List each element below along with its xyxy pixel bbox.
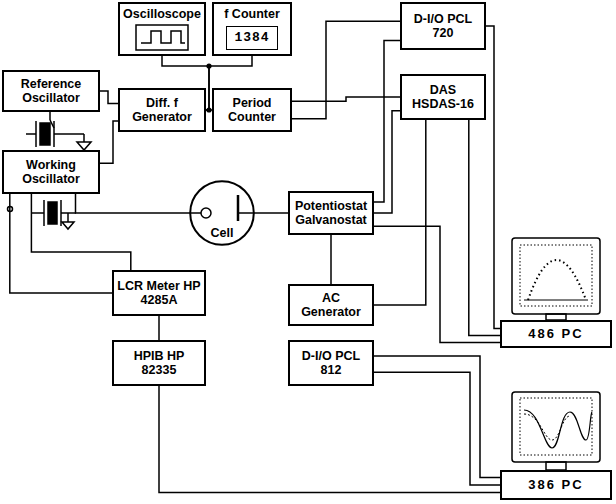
- counter-display: 1384: [226, 26, 278, 50]
- scope-screen: [136, 25, 188, 50]
- box-label: 386 PC: [528, 478, 583, 493]
- signal-wire: [374, 40, 400, 202]
- instrument-box: f Counter 1384: [212, 2, 292, 56]
- oscillator-box: Working Oscillator: [2, 150, 100, 194]
- box-label: AC Generator: [293, 291, 369, 320]
- instrument-box: Oscilloscope: [118, 2, 206, 56]
- box-label: D-I/O PCL 720: [405, 12, 481, 41]
- box-label: LCR Meter HP 4285A: [117, 279, 201, 308]
- signal-wire: [469, 120, 500, 335]
- cell-circle: Cell: [189, 180, 255, 246]
- signal-wire: [76, 194, 190, 213]
- signal-wire: [374, 356, 500, 477]
- daq-card-box: DAS HSDAS-16: [400, 74, 486, 120]
- generator-box: AC Generator: [288, 284, 374, 326]
- signal-wire: [486, 26, 500, 328]
- box-label: Oscilloscope: [123, 7, 201, 21]
- box-label: 1384: [234, 31, 269, 46]
- box-label: Cell: [211, 226, 234, 240]
- box-label: Period Counter: [217, 96, 287, 125]
- box-label: 486 PC: [528, 327, 583, 342]
- cell-electrodes: [189, 195, 255, 221]
- computer-box: 386 PC: [500, 470, 612, 500]
- oscillator-box: Reference Oscillator: [2, 70, 100, 112]
- io-card-box: D-I/O PCL 812: [288, 340, 374, 386]
- computer-box: 486 PC: [500, 320, 612, 348]
- box-label: Working Oscillator: [7, 158, 95, 187]
- potentiostat-box: Potentiostat Galvanostat: [288, 191, 374, 235]
- reference-crystal: [26, 112, 91, 150]
- signal-wire: [374, 111, 400, 213]
- box-label: Reference Oscillator: [7, 77, 95, 106]
- signal-wire: [10, 194, 112, 293]
- square-wave: [141, 31, 185, 43]
- signal-wire: [374, 372, 500, 485]
- monitor-386: [512, 392, 600, 470]
- monitor-486: [512, 238, 600, 320]
- signal-wire: [374, 226, 500, 342]
- signal-wire: [255, 212, 288, 214]
- working-crystal: [8, 200, 77, 229]
- counter-box: Period Counter: [212, 88, 292, 132]
- meter-box: LCR Meter HP 4285A: [112, 270, 206, 316]
- signal-wire: [31, 194, 130, 270]
- io-card-box: D-I/O PCL 720: [400, 2, 486, 50]
- signal-wire: [100, 91, 118, 103]
- box-label: Diff. f Generator: [123, 96, 201, 125]
- box-label: HPIB HP 82335: [117, 349, 201, 378]
- box-label: Potentiostat Galvanostat: [293, 199, 369, 228]
- signal-wire: [159, 386, 500, 493]
- interface-box: HPIB HP 82335: [112, 340, 206, 386]
- signal-wire: [100, 121, 118, 163]
- box-label: D-I/O PCL 812: [293, 349, 369, 378]
- generator-box: Diff. f Generator: [118, 88, 206, 132]
- signal-wire: [374, 120, 426, 305]
- signal-wire: [330, 235, 332, 284]
- signal-wire: [158, 316, 160, 340]
- box-label: DAS HSDAS-16: [405, 83, 481, 112]
- box-label: f Counter: [224, 7, 280, 21]
